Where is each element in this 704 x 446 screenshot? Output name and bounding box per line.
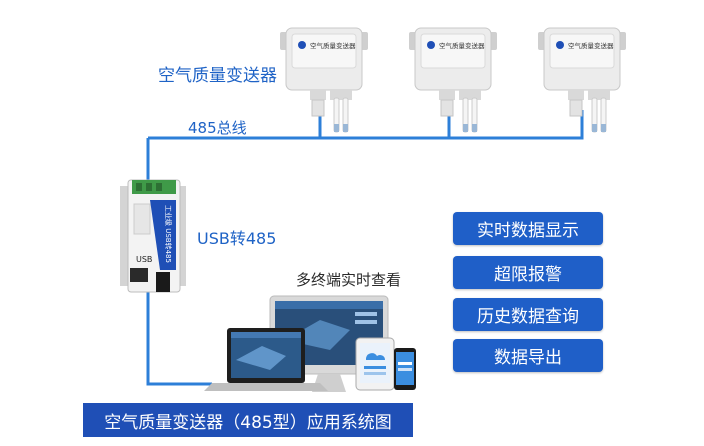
air-quality-sensor-2: 空气质量变送器 [409, 27, 497, 133]
feature-data-export: 数据导出 [453, 339, 603, 372]
device-label: 空气质量变送器 [568, 41, 614, 50]
wire-sensor-3 [148, 110, 584, 140]
usb-485-converter: 工业级 USB转485 USB [120, 179, 186, 293]
device-label: 空气质量变送器 [310, 41, 356, 50]
wire-converter-to-computer [146, 280, 212, 386]
smartphone [394, 348, 416, 390]
laptop [204, 328, 328, 391]
diagram-title: 空气质量变送器（485型）应用系统图 [83, 403, 413, 437]
brand-logo-icon [427, 41, 435, 49]
converter-label: USB转485 [197, 229, 277, 248]
feature-history-query: 历史数据查询 [453, 298, 603, 331]
feature-over-limit-alarm: 超限报警 [453, 256, 603, 289]
brand-logo-icon [556, 41, 564, 49]
feature-realtime-display: 实时数据显示 [453, 212, 603, 245]
converter-side-label: 工业级 USB转485 [164, 205, 173, 263]
converter-usb-text: USB [136, 255, 152, 264]
bus-label: 485总线 [188, 119, 247, 137]
multi-terminal-label: 多终端实时查看 [296, 271, 402, 289]
transmitter-label: 空气质量变送器 [158, 66, 277, 86]
tablet [355, 337, 395, 391]
device-label: 空气质量变送器 [439, 41, 485, 50]
terminal-devices [204, 295, 416, 392]
air-quality-sensor-3: 空气质量变送器 [538, 27, 626, 133]
air-quality-sensor-1: 空气质量变送器 [280, 27, 368, 133]
brand-logo-icon [298, 41, 306, 49]
